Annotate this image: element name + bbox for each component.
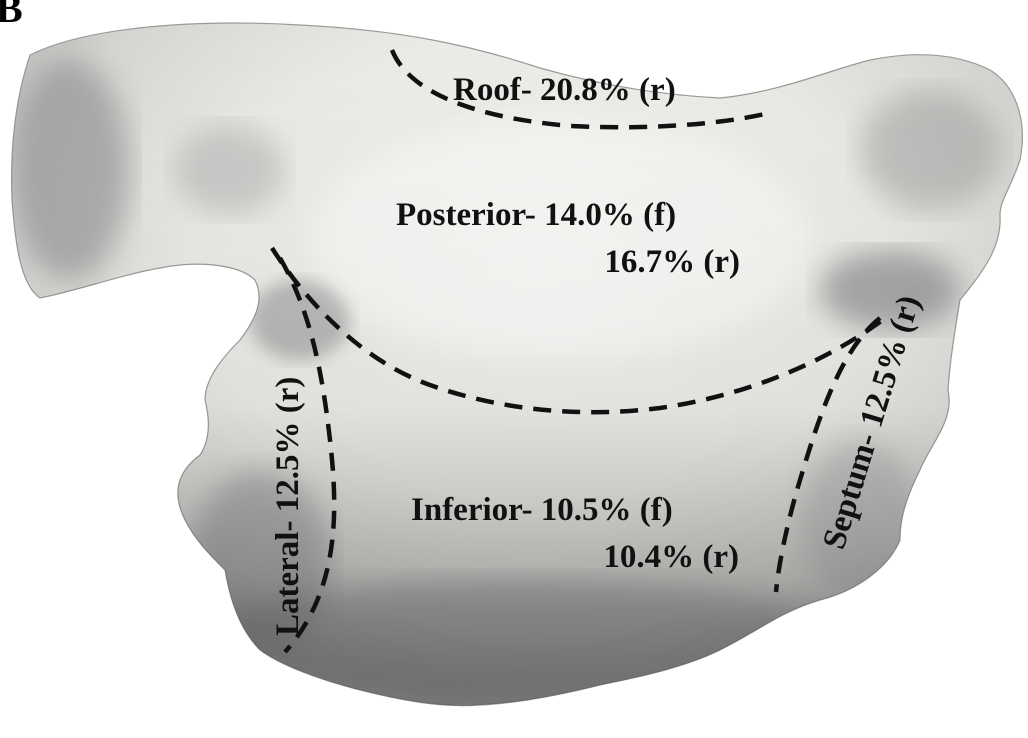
roof-label: Roof- 20.8% (r) xyxy=(453,72,676,108)
posterior-label-line1: Posterior- 14.0% (f) xyxy=(396,197,676,233)
inferior-label-line2: 10.4% (r) xyxy=(603,539,739,575)
lateral-label: Lateral- 12.5% (r) xyxy=(270,377,306,636)
inferior-label-line1: Inferior- 10.5% (f) xyxy=(411,492,673,528)
panel-letter: B xyxy=(0,0,23,31)
posterior-label-line2: 16.7% (r) xyxy=(604,244,740,280)
